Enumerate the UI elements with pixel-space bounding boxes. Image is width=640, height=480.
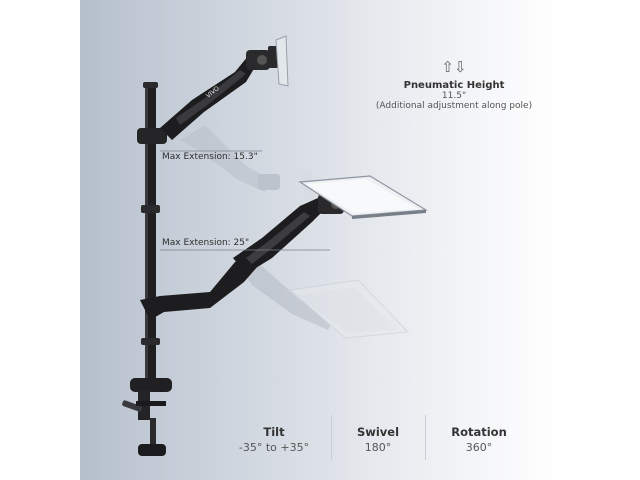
photo-background bbox=[80, 0, 560, 480]
spec-rotation: Rotation 360° bbox=[429, 425, 529, 454]
spec-rotation-value: 360° bbox=[465, 441, 493, 454]
ghost-lower-arm bbox=[235, 262, 410, 339]
spec-swivel-value: 180° bbox=[364, 441, 392, 454]
mount-pole bbox=[145, 85, 156, 385]
spec-divider bbox=[425, 415, 426, 460]
pneumatic-height-value: 11.5" bbox=[441, 91, 467, 101]
spec-swivel-title: Swivel bbox=[356, 425, 400, 439]
lower-max-extension-label: Max Extension: 25" bbox=[162, 238, 250, 248]
spec-tilt: Tilt -35° to +35° bbox=[224, 425, 324, 454]
desk-clamp bbox=[122, 378, 172, 456]
spec-rotation-title: Rotation bbox=[451, 425, 507, 439]
pneumatic-height-callout: ⇧⇩ Pneumatic Height 11.5" (Additional ad… bbox=[368, 58, 540, 111]
spec-swivel: Swivel 180° bbox=[328, 425, 428, 454]
upper-gas-spring-arm: VIVO bbox=[137, 35, 289, 144]
ghost-upper-arm bbox=[180, 125, 318, 203]
lower-gas-spring-arm bbox=[140, 175, 428, 320]
pneumatic-height-note: (Additional adjustment along pole) bbox=[375, 101, 533, 111]
pneumatic-height-title: Pneumatic Height bbox=[403, 80, 505, 91]
spec-tilt-value: -35° to +35° bbox=[238, 441, 310, 454]
upper-max-extension-label: Max Extension: 15.3" bbox=[162, 152, 258, 162]
up-down-arrows-icon: ⇧⇩ bbox=[441, 58, 467, 76]
spec-tilt-title: Tilt bbox=[263, 425, 285, 439]
spec-divider bbox=[331, 415, 332, 460]
